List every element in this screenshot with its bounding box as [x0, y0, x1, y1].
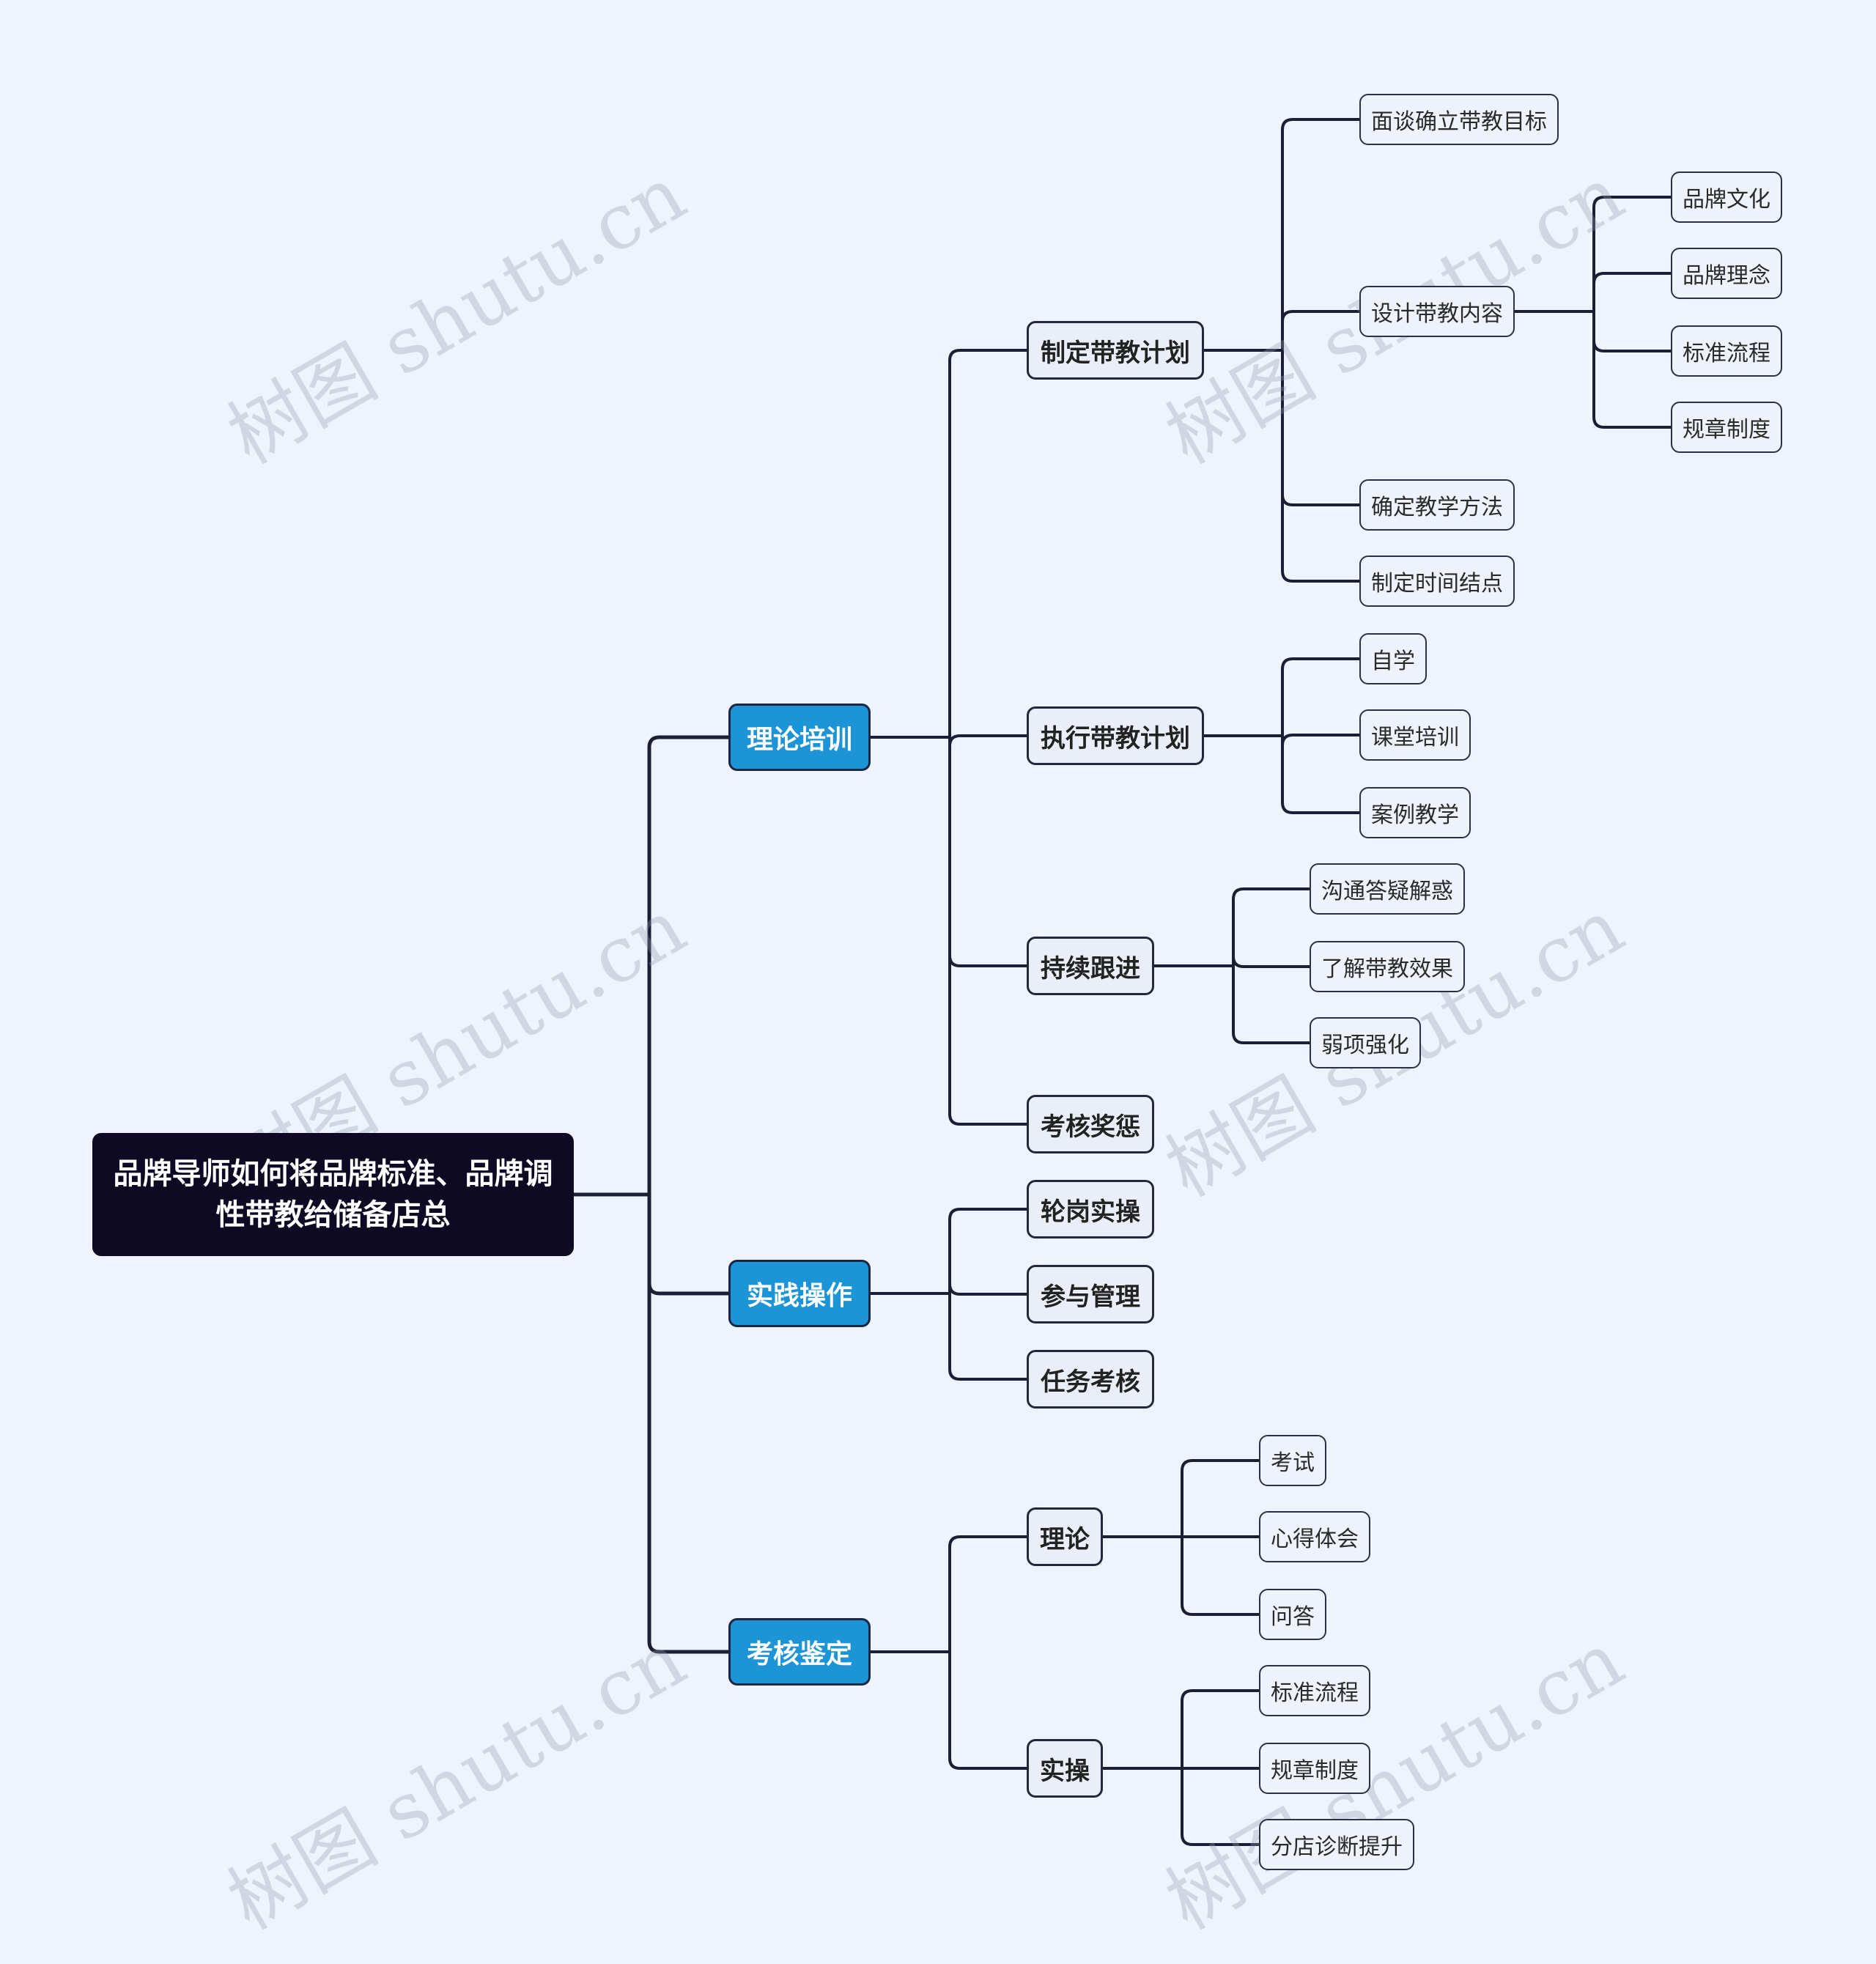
leaf-brand-concept[interactable]: 品牌理念: [1671, 248, 1782, 299]
leaf-timeline[interactable]: 制定时间结点: [1359, 555, 1515, 607]
connector: [1281, 657, 1361, 737]
connector: [1181, 1535, 1260, 1616]
leaf-exam[interactable]: 考试: [1259, 1435, 1326, 1486]
topic-follow-up[interactable]: 持续跟进: [1027, 937, 1154, 995]
topic-practice[interactable]: 实践操作: [728, 1260, 871, 1327]
leaf-rules[interactable]: 规章制度: [1671, 402, 1782, 453]
connector: [1181, 1767, 1260, 1846]
connector: [948, 1282, 1028, 1296]
leaf-classroom[interactable]: 课堂培训: [1359, 709, 1471, 761]
connector: [1232, 964, 1311, 1044]
connector: [948, 1292, 1028, 1381]
connector: [647, 1192, 731, 1296]
leaf-answer-questions[interactable]: 沟通答疑解惑: [1310, 863, 1465, 915]
connector: [948, 734, 1028, 747]
leaf-branch-diagnosis[interactable]: 分店诊断提升: [1259, 1819, 1414, 1870]
topic-make-plan[interactable]: 制定带教计划: [1027, 321, 1204, 380]
topic-theory-training[interactable]: 理论培训: [728, 704, 871, 771]
leaf-interview-goal[interactable]: 面谈确立带教目标: [1359, 94, 1559, 145]
leaf-reflection[interactable]: 心得体会: [1259, 1511, 1370, 1562]
connector: [647, 735, 731, 1197]
topic-participate-management[interactable]: 参与管理: [1027, 1265, 1154, 1324]
connector: [1181, 1689, 1260, 1770]
leaf-strengthen-weakness[interactable]: 弱项强化: [1310, 1017, 1421, 1068]
leaf-standard-process[interactable]: 标准流程: [1671, 325, 1782, 377]
connector: [1281, 310, 1361, 352]
topic-design-content[interactable]: 设计带教内容: [1359, 286, 1515, 337]
topic-assess-practical[interactable]: 实操: [1027, 1739, 1103, 1798]
connector: [1592, 272, 1672, 313]
connector: [1281, 349, 1361, 506]
connector: [948, 1535, 1028, 1653]
connector: [1592, 196, 1672, 313]
leaf-evaluate-effect[interactable]: 了解带教效果: [1310, 941, 1465, 992]
connector: [1232, 887, 1311, 967]
connector: [1281, 734, 1361, 747]
connector: [948, 1650, 1028, 1770]
connector: [1281, 349, 1361, 583]
topic-rotation[interactable]: 轮岗实操: [1027, 1180, 1154, 1238]
topic-task-assessment[interactable]: 任务考核: [1027, 1350, 1154, 1409]
leaf-brand-culture[interactable]: 品牌文化: [1671, 171, 1782, 223]
connector: [948, 736, 1028, 1126]
connector: [948, 736, 1028, 967]
leaf-self-study[interactable]: 自学: [1359, 633, 1427, 684]
leaf-teaching-method[interactable]: 确定教学方法: [1359, 479, 1515, 531]
connector: [1592, 310, 1672, 352]
connector: [1592, 310, 1672, 429]
topic-assessment[interactable]: 考核鉴定: [728, 1618, 871, 1686]
connector: [647, 1192, 731, 1654]
topic-reward-penalty[interactable]: 考核奖惩: [1027, 1095, 1154, 1153]
connector: [1232, 955, 1311, 968]
topic-assess-theory[interactable]: 理论: [1027, 1507, 1103, 1566]
root-topic[interactable]: 品牌导师如何将品牌标准、品牌调性带教给储备店总: [92, 1133, 574, 1256]
topic-execute-plan[interactable]: 执行带教计划: [1027, 706, 1204, 765]
connector: [1281, 734, 1361, 814]
leaf-assess-rules[interactable]: 规章制度: [1259, 1743, 1370, 1794]
leaf-assess-standard-process[interactable]: 标准流程: [1259, 1665, 1370, 1716]
connector: [1181, 1459, 1260, 1538]
connector: [1281, 118, 1361, 352]
leaf-case-teaching[interactable]: 案例教学: [1359, 787, 1471, 838]
leaf-qa[interactable]: 问答: [1259, 1589, 1326, 1640]
connector: [948, 349, 1028, 739]
connector: [948, 1208, 1028, 1295]
